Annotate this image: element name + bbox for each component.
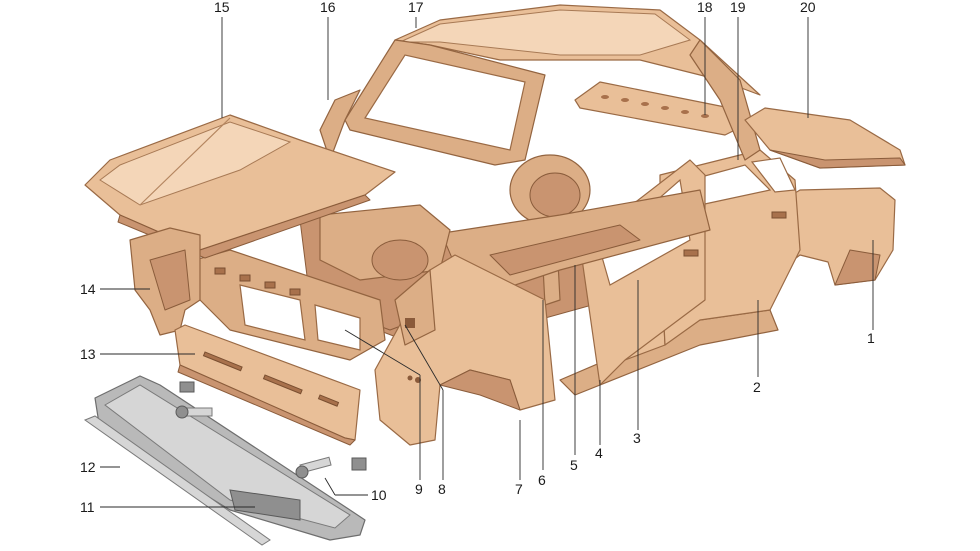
callout-labels: 1 2 3 4 5 6 7 8 9 10 11 12 13 14 15 16 1… xyxy=(80,0,875,515)
bumper-bracket-left xyxy=(175,381,213,419)
callout-4: 4 xyxy=(595,445,603,461)
callout-15: 15 xyxy=(214,0,230,15)
callout-16: 16 xyxy=(320,0,336,15)
callout-8: 8 xyxy=(438,481,446,497)
bumper-trim xyxy=(83,415,271,546)
callout-18: 18 xyxy=(697,0,713,15)
callout-19: 19 xyxy=(730,0,746,15)
callout-14: 14 xyxy=(80,281,96,297)
callout-11: 11 xyxy=(80,499,95,515)
callout-2: 2 xyxy=(753,379,761,395)
callout-20: 20 xyxy=(800,0,816,15)
bumper-bracket-right xyxy=(295,456,367,479)
callout-9: 9 xyxy=(415,481,423,497)
callout-13: 13 xyxy=(80,346,96,362)
car-body-illustration xyxy=(83,4,906,546)
callout-3: 3 xyxy=(633,430,641,446)
callout-12: 12 xyxy=(80,459,96,475)
callout-17: 17 xyxy=(408,0,424,15)
callout-5: 5 xyxy=(570,457,578,473)
leader-lines xyxy=(100,17,874,508)
callout-1: 1 xyxy=(867,330,875,346)
callout-6: 6 xyxy=(538,472,546,488)
callout-10: 10 xyxy=(371,487,387,503)
callout-7: 7 xyxy=(515,481,523,497)
